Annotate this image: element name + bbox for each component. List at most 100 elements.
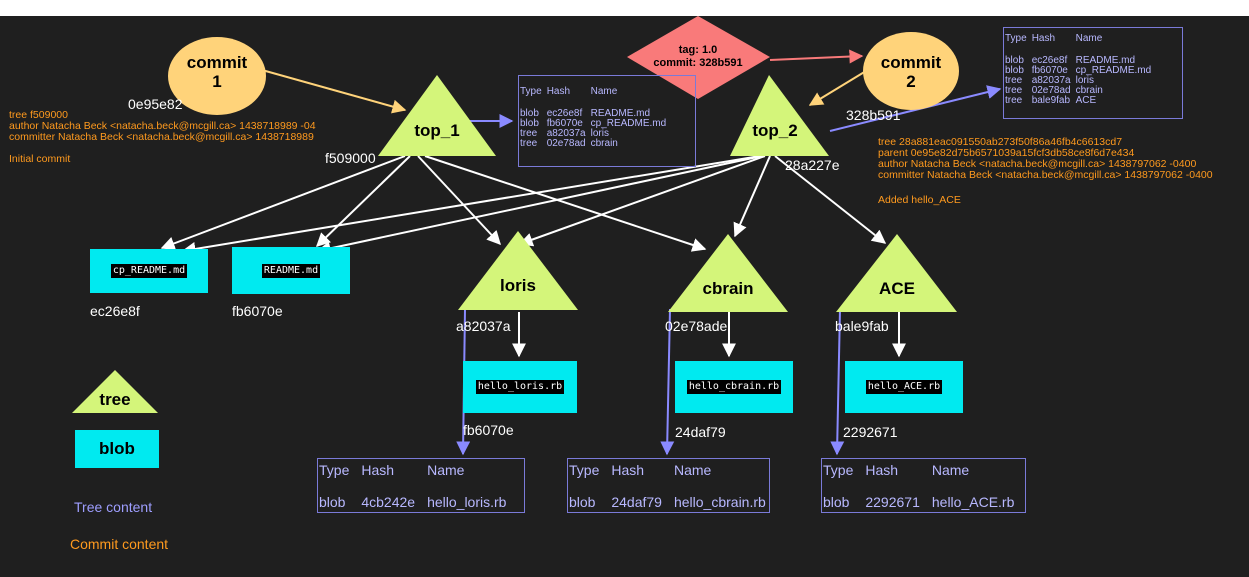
tree-top2-label: top_2 <box>752 121 798 140</box>
blob-hello-loris-filename: hello_loris.rb <box>475 380 565 394</box>
blob-hello-cbrain-filename: hello_cbrain.rb <box>686 380 782 394</box>
commit1-content-line: author Natacha Beck <natacha.beck@mcgill… <box>9 120 316 132</box>
tree-loris-node <box>458 231 578 310</box>
arrow-top1-readme <box>315 155 411 247</box>
arrow-top1-cbrain <box>424 155 707 252</box>
tree-top2-node <box>730 75 829 156</box>
tree-loris-label: loris <box>500 276 536 295</box>
arrow-top2-loris <box>518 155 766 247</box>
header-type: Type <box>1005 33 1027 44</box>
header-type: Type <box>823 462 854 478</box>
legend-blob: blob <box>75 430 159 468</box>
tree-cbrain-node <box>668 234 788 312</box>
commit1-content-line: committer Natacha Beck <natacha.beck@mcg… <box>9 131 314 143</box>
arrow-commit1-top1 <box>261 69 407 114</box>
tree-top2-hash: 28a227e <box>785 157 840 173</box>
tag-line2: commit: 328b591 <box>653 57 743 69</box>
arrow-top2-readme <box>316 155 763 256</box>
legend-tree-label: tree <box>99 390 131 409</box>
tag-line1: tag: 1.0 <box>678 44 718 56</box>
commit1-node <box>168 37 266 115</box>
legend-tree-content: Tree content <box>74 499 153 515</box>
tree-cbrain-hash: 02e78ade <box>665 318 728 334</box>
commit1-content-line: Initial commit <box>9 153 71 165</box>
arrow-top1-loris <box>417 155 501 246</box>
tree-ace-label: ACE <box>879 279 915 298</box>
blob-hello-loris: hello_loris.rb <box>463 361 577 413</box>
commit2-content-line: parent 0e95e82d75b6571039a15fcf3db58ce8f… <box>878 147 1135 159</box>
tree-top1-hash: f509000 <box>325 150 376 166</box>
diagram-canvas: commit 1 commit 2 0e95e82 328b591 tag: 1… <box>0 16 1249 577</box>
header-name: Name <box>1075 33 1103 44</box>
legend-blob-label: blob <box>99 439 135 458</box>
blob-hello-ace: hello_ACE.rb <box>845 361 963 413</box>
commit2-content-line: tree 28a881eac091550ab273f50f86a46fb4c66… <box>878 136 1123 148</box>
commit1-label: commit 1 <box>186 53 248 91</box>
arrow-ace-content <box>830 308 845 456</box>
tree-top1-label: top_1 <box>414 121 460 140</box>
tree-ace-node <box>836 234 957 312</box>
header-hash: Hash <box>546 86 571 97</box>
blob-cp-readme-hash: ec26e8f <box>90 303 140 319</box>
header-name: Name <box>931 462 970 478</box>
commit2-hash: 328b591 <box>846 107 901 123</box>
blob-readme-filename: README.md <box>261 263 321 278</box>
tree-cbrain-label: cbrain <box>702 279 754 298</box>
blob-cp-readme-filename: cp_README.md <box>110 264 188 278</box>
blob-hello-ace-hash: 2292671 <box>843 424 898 440</box>
header-name: Name <box>673 462 712 478</box>
commit2-content-line <box>878 181 1213 195</box>
commit2-node <box>863 32 959 110</box>
header-hash: Hash <box>1031 33 1056 44</box>
commit2-label: commit 2 <box>880 53 942 91</box>
commit2-content-line: Added hello_ACE <box>878 194 961 206</box>
arrow-top2-cp-readme <box>181 155 761 256</box>
arrow-top2-cbrain <box>733 155 771 238</box>
header-hash: Hash <box>611 462 645 478</box>
commit1-hash: 0e95e82 <box>128 96 183 112</box>
arrow-commit2-top2 <box>808 70 867 106</box>
legend-tree-node <box>72 370 158 413</box>
header-name: Name <box>590 86 618 97</box>
arrow-top2-ace <box>774 155 887 244</box>
blob-hello-cbrain: hello_cbrain.rb <box>675 361 793 413</box>
blob-readme-hash: fb6070e <box>232 303 283 319</box>
commit2-content: tree 28a881eac091550ab273f50f86a46fb4c66… <box>878 137 1213 206</box>
header-type: Type <box>520 86 542 97</box>
header-type: Type <box>569 462 600 478</box>
tag-label: tag: 1.0 commit: 328b591 <box>640 44 756 70</box>
tree-top1-node <box>378 75 496 156</box>
commit1-content: tree f509000 author Natacha Beck <natach… <box>9 110 327 165</box>
blob-hello-loris-hash: fb6070e <box>463 422 514 438</box>
commit2-content-line: committer Natacha Beck <natacha.beck@mcg… <box>878 169 1213 181</box>
arrow-top2-content <box>829 85 1002 132</box>
commit1-content-line: tree f509000 <box>9 110 68 121</box>
tree-loris-hash: a82037a <box>456 318 511 334</box>
header-hash: Hash <box>361 462 395 478</box>
blob-hello-ace-filename: hello_ACE.rb <box>865 380 943 394</box>
legend-commit-content: Commit content <box>70 536 169 552</box>
arrow-top1-cp-readme <box>160 155 406 251</box>
commit2-content-line: author Natacha Beck <natacha.beck@mcgill… <box>878 158 1197 170</box>
